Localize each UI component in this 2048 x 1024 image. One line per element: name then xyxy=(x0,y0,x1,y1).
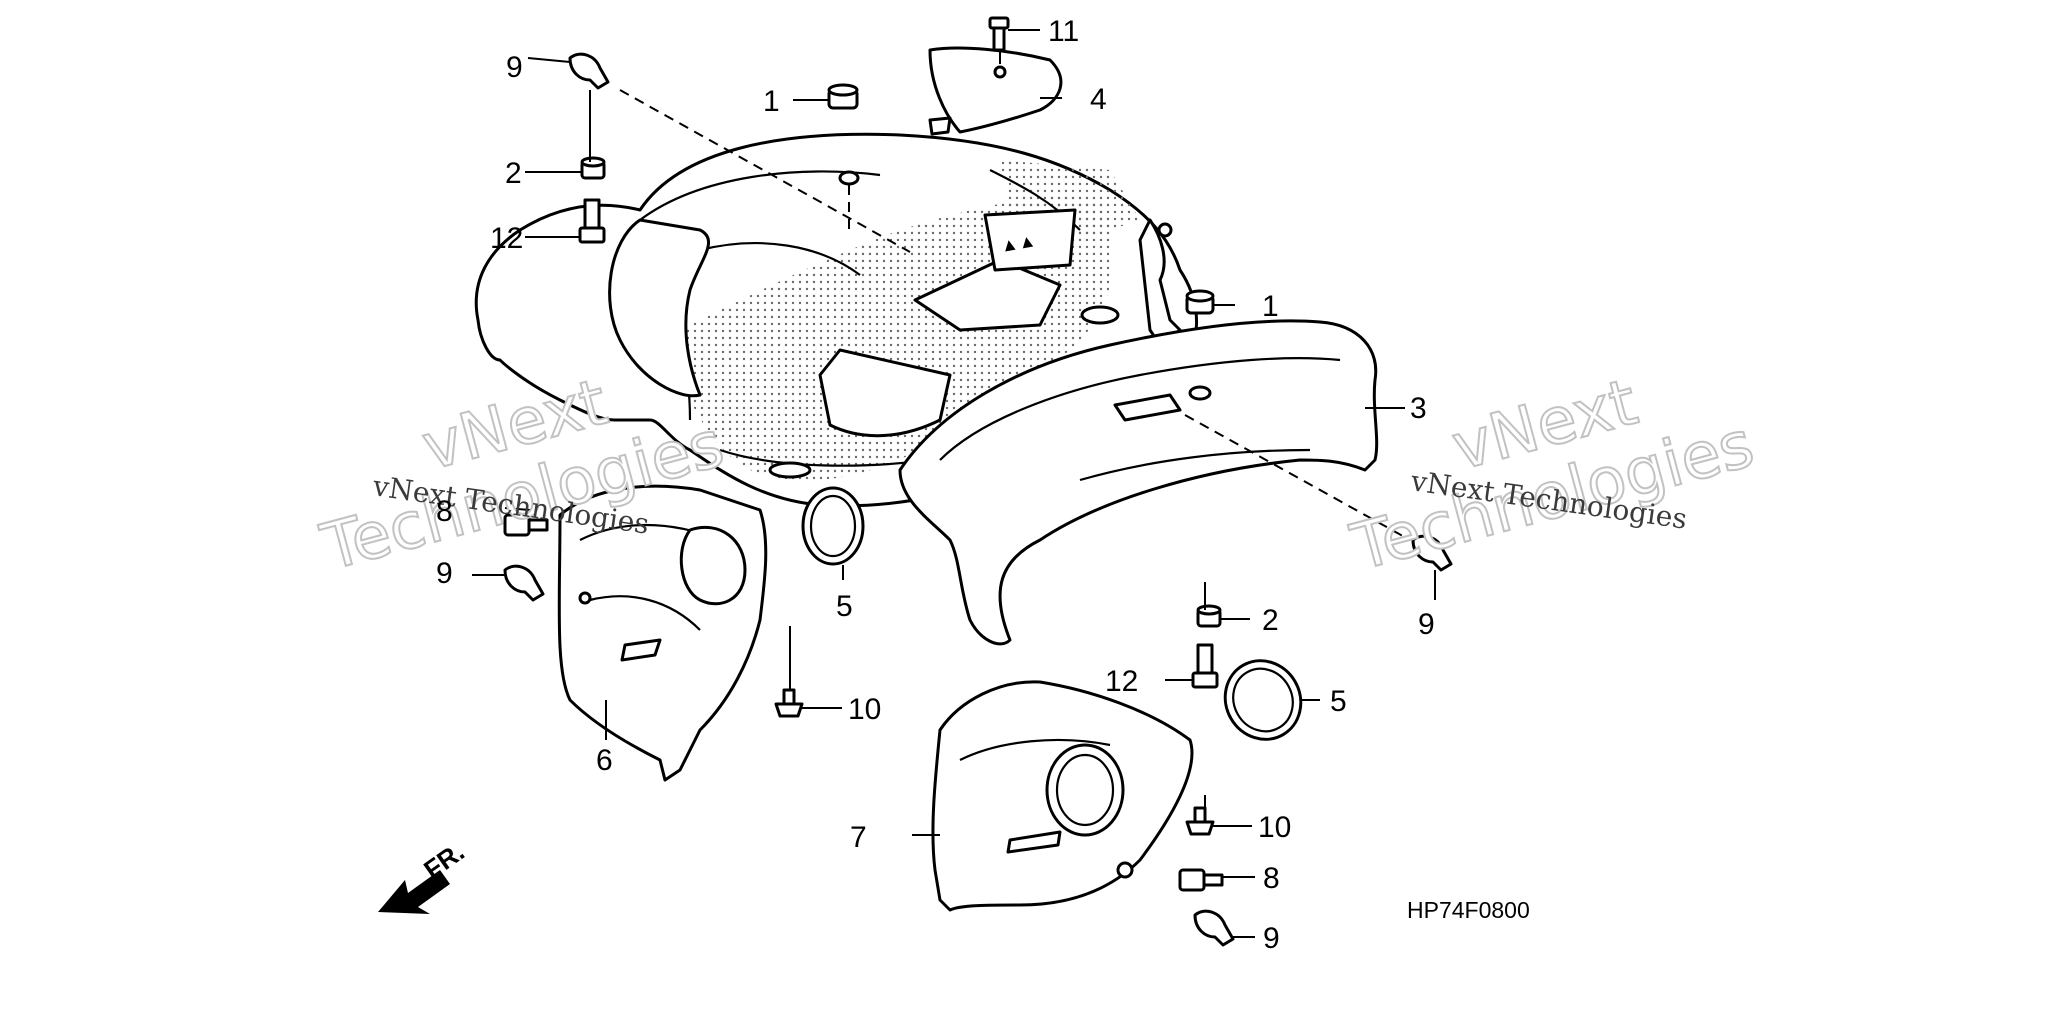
rear-fender: ▲▲ xyxy=(474,132,1199,508)
callout-11: 11 xyxy=(1048,15,1079,48)
callout-6: 6 xyxy=(596,744,613,777)
callouts: 1 1 2 2 3 4 5 5 6 7 8 8 9 9 9 9 10 10 11… xyxy=(436,15,1435,955)
callout-7: 7 xyxy=(850,821,867,854)
bolt-8a xyxy=(503,513,549,537)
bolt-12a xyxy=(578,198,606,244)
callout-9-d: 9 xyxy=(1263,922,1280,955)
clip-9a xyxy=(568,52,610,90)
callout-10-b: 10 xyxy=(1258,811,1291,844)
clip-9d xyxy=(1193,909,1235,947)
assembly-line-b xyxy=(1184,414,1411,541)
grommet-1a xyxy=(827,83,860,186)
callout-5-b: 5 xyxy=(1330,685,1347,718)
callout-12-a: 12 xyxy=(490,222,523,255)
collar-2a xyxy=(580,156,606,180)
front-label: FR. xyxy=(418,836,470,885)
callout-8-a: 8 xyxy=(436,495,453,528)
callout-1-a: 1 xyxy=(763,85,780,118)
grommet-1b xyxy=(1185,289,1215,401)
callout-8-b: 8 xyxy=(1263,862,1280,895)
callout-12-b: 12 xyxy=(1105,665,1138,698)
callout-1-b: 1 xyxy=(1262,290,1279,323)
bolt-11 xyxy=(988,16,1010,52)
collar-2b xyxy=(1196,604,1222,628)
callout-9-a: 9 xyxy=(506,51,523,84)
clip-9c xyxy=(1411,534,1453,572)
leader-lines xyxy=(472,29,1436,938)
access-cover xyxy=(928,46,1063,136)
rubber-ring-b xyxy=(1223,659,1303,741)
front-fender xyxy=(898,319,1379,646)
watermark-right: vNext Technologies vNext Technologies xyxy=(1343,365,1762,587)
screw-10b xyxy=(1185,806,1215,836)
callout-3: 3 xyxy=(1410,392,1427,425)
callout-9-c: 9 xyxy=(1418,608,1435,641)
assembly-line-a xyxy=(619,89,911,253)
front-arrow-icon: FR. xyxy=(378,836,470,914)
callout-4: 4 xyxy=(1090,83,1107,116)
inner-fender-right xyxy=(931,680,1194,912)
inner-fender-left xyxy=(557,484,768,782)
screw-10a xyxy=(774,688,804,718)
rubber-ring-a xyxy=(801,486,865,566)
bolt-8b xyxy=(1178,868,1224,892)
clip-9b xyxy=(503,564,545,602)
callout-2-b: 2 xyxy=(1262,604,1279,637)
callout-10-a: 10 xyxy=(848,693,881,726)
diagram-code: HP74F0800 xyxy=(1407,897,1530,923)
bolt-12b xyxy=(1191,643,1219,689)
callout-9-b: 9 xyxy=(436,557,453,590)
callout-5-a: 5 xyxy=(836,590,853,623)
callout-2-a: 2 xyxy=(505,157,522,190)
